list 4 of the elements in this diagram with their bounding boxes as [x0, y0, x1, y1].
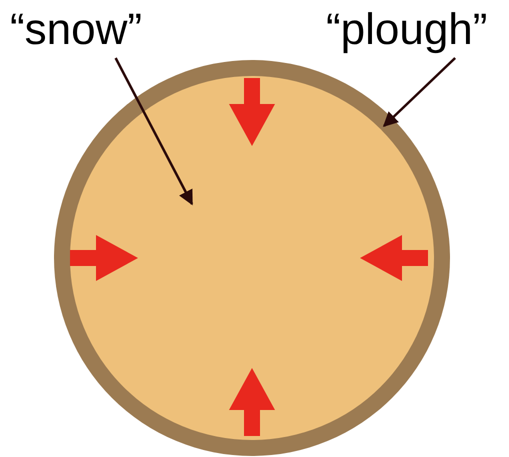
- label-text: “snow”: [10, 5, 142, 54]
- leader-line: [114, 57, 194, 206]
- label-text: “plough”: [326, 5, 488, 54]
- leader-line: [382, 57, 456, 128]
